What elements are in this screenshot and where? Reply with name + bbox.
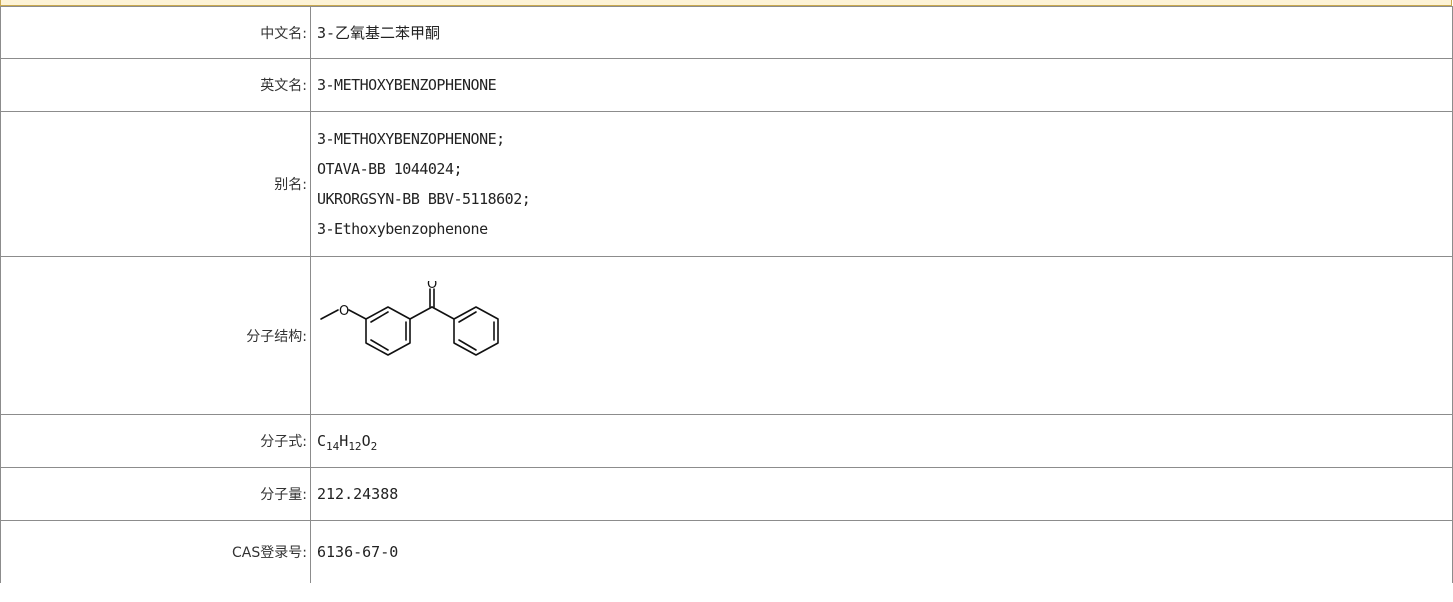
table-row-aliases: 别名: 3-METHOXYBENZOPHENONE; OTAVA-BB 1044… <box>0 111 1453 257</box>
structure-atom-label: O <box>339 304 349 319</box>
value-chinese-name: 3-乙氧基二苯甲酮 <box>310 6 1453 59</box>
label-structure: 分子结构: <box>0 256 311 415</box>
label-english-name: 英文名: <box>0 58 311 112</box>
formula-count: 12 <box>348 440 362 453</box>
value-molecular-weight: 212.24388 <box>310 467 1453 521</box>
label-aliases: 别名: <box>0 111 311 257</box>
formula-element: H <box>339 432 349 450</box>
value-formula: C14H12O2 <box>310 414 1453 468</box>
value-aliases: 3-METHOXYBENZOPHENONE; OTAVA-BB 1044024;… <box>310 111 1453 257</box>
value-cas: 6136-67-0 <box>310 520 1453 583</box>
molecular-structure-image: O O <box>320 281 499 356</box>
alias-item: OTAVA-BB 1044024; <box>317 160 463 178</box>
alias-item: 3-Ethoxybenzophenone <box>317 220 488 238</box>
structure-atom-label: O <box>427 281 437 292</box>
table-row-english-name: 英文名: 3-METHOXYBENZOPHENONE <box>0 58 1453 112</box>
label-cas: CAS登录号: <box>0 520 311 583</box>
formula-element: C <box>317 432 327 450</box>
table-row-molecular-weight: 分子量: 212.24388 <box>0 467 1453 521</box>
formula-count: 14 <box>326 440 340 453</box>
alias-item: UKRORGSYN-BB BBV-5118602; <box>317 190 531 208</box>
label-chinese-name: 中文名: <box>0 6 311 59</box>
table-row-formula: 分子式: C14H12O2 <box>0 414 1453 468</box>
table-header-strip <box>0 0 1452 6</box>
formula-element: O <box>361 432 371 450</box>
label-molecular-weight: 分子量: <box>0 467 311 521</box>
table-row-structure: 分子结构: <box>0 256 1453 415</box>
table-row-chinese-name: 中文名: 3-乙氧基二苯甲酮 <box>0 6 1453 59</box>
label-formula: 分子式: <box>0 414 311 468</box>
alias-item: 3-METHOXYBENZOPHENONE; <box>317 130 505 148</box>
compound-properties-table: 中文名: 3-乙氧基二苯甲酮 英文名: 3-METHOXYBENZOPHENON… <box>0 6 1453 583</box>
value-structure: O O <box>310 256 1453 415</box>
table-row-cas: CAS登录号: 6136-67-0 <box>0 520 1453 583</box>
value-english-name: 3-METHOXYBENZOPHENONE <box>310 58 1453 112</box>
formula-count: 2 <box>370 440 378 453</box>
